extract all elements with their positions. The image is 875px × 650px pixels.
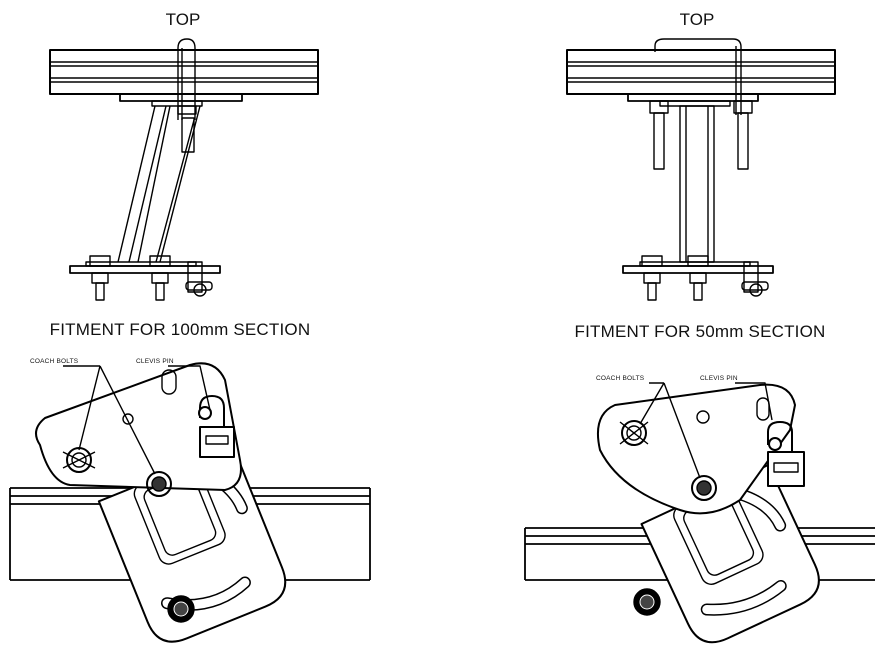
- right-bottom-bolt-1: [641, 255, 663, 301]
- left-top-label: TOP: [165, 10, 201, 29]
- right-top-bolt-left: [649, 100, 669, 170]
- right-padlock: [767, 421, 805, 487]
- left-bracket-plate: [35, 362, 242, 491]
- left-top-view: [49, 38, 319, 301]
- right-u-bolt: [654, 38, 742, 115]
- right-coach-bolts-callout: COACH BOLTS: [596, 375, 645, 382]
- left-caption: FITMENT FOR 100mm SECTION: [49, 320, 311, 339]
- right-coach-bolt-2: [691, 475, 717, 501]
- left-angled-post: [117, 105, 156, 263]
- right-coach-bolt-1: [619, 420, 649, 446]
- right-top-plate: [627, 93, 759, 102]
- right-clevis-pin-callout: CLEVIS PIN: [700, 375, 738, 382]
- right-bottom-plate: [622, 265, 774, 274]
- left-bottom-bolt-2: [149, 255, 171, 301]
- left-padlock: [198, 395, 235, 458]
- left-rail: [49, 49, 319, 95]
- left-top-plate: [119, 93, 243, 102]
- right-bottom-bolt-2: [687, 255, 709, 301]
- left-coach-bolt-2: [146, 471, 172, 497]
- left-bottom-bolt-1: [89, 255, 111, 301]
- left-u-bolt: [177, 38, 196, 120]
- right-vertical-post: [679, 105, 715, 263]
- right-top-label: TOP: [679, 10, 715, 29]
- left-front-view: [9, 362, 371, 643]
- right-rail: [566, 49, 836, 95]
- right-caption: FITMENT FOR 50mm SECTION: [574, 322, 826, 341]
- right-bracket-plate: [596, 383, 796, 515]
- right-clevis-pin: [741, 261, 769, 297]
- right-front-view: [524, 382, 875, 644]
- left-bottom-plate: [69, 265, 221, 274]
- left-top-nut: [177, 105, 197, 115]
- left-clevis-pin-callout: CLEVIS PIN: [136, 358, 174, 365]
- left-clevis-pin: [185, 261, 213, 297]
- right-top-view: [566, 38, 836, 301]
- left-coach-bolts-callout: COACH BOLTS: [30, 358, 79, 365]
- right-top-bolt-right: [733, 100, 753, 170]
